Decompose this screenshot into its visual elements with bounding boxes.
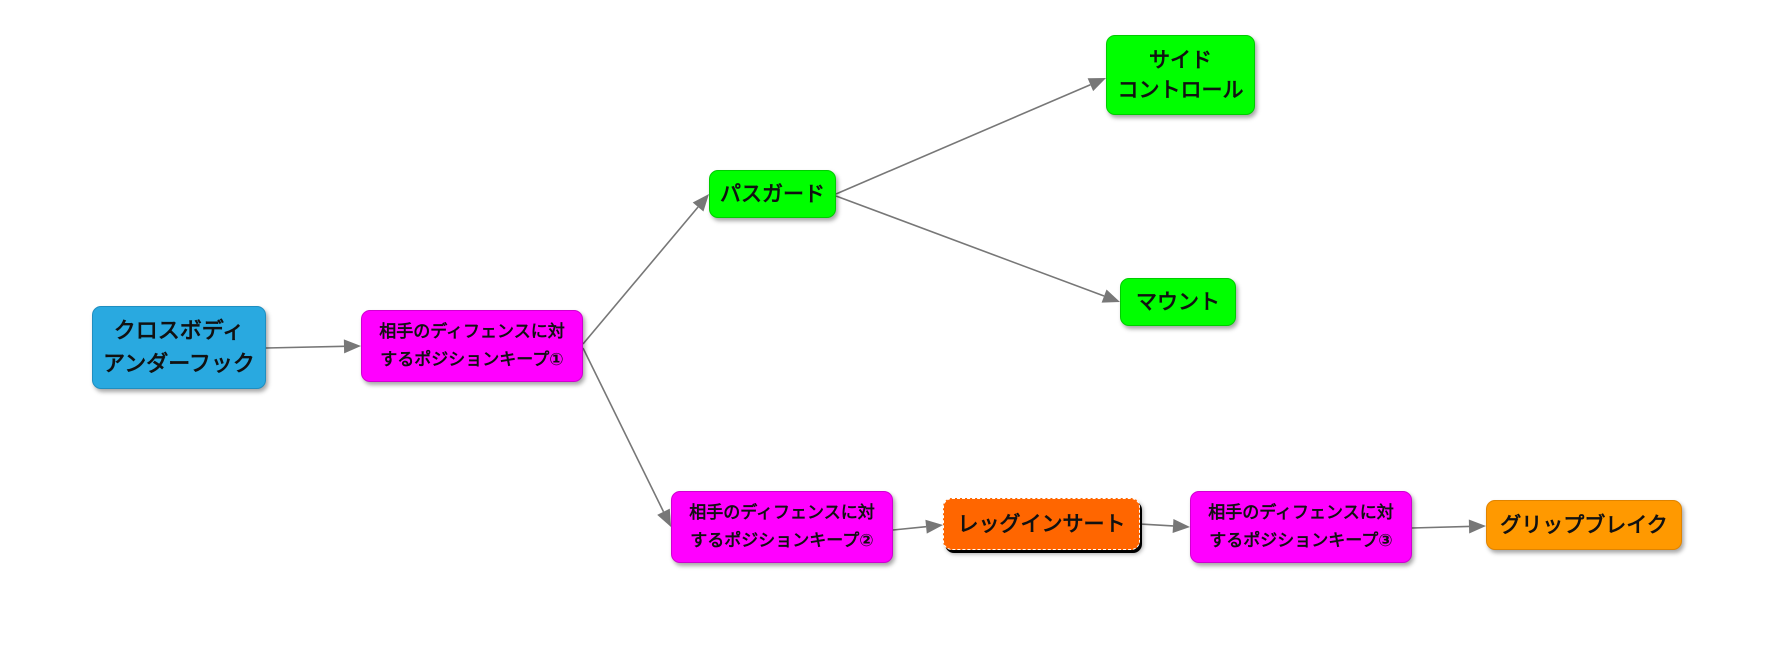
edge-arrowhead — [925, 519, 943, 534]
node-position-keep-2[interactable]: 相手のディフェンスに対 するポジションキープ② — [671, 491, 893, 563]
node-label: クロスボディ アンダーフック — [103, 318, 255, 377]
edge-arrowhead — [1468, 519, 1486, 534]
edge-arrowhead — [692, 194, 709, 212]
node-position-keep-1[interactable]: 相手のディフェンスに対 するポジションキープ① — [361, 310, 583, 382]
node-side-control[interactable]: サイド コントロール — [1106, 35, 1255, 115]
node-label: グリップブレイク — [1500, 513, 1668, 537]
node-pass-guard[interactable]: パスガード — [709, 170, 836, 218]
edge-leg_insert-to-keep3 — [1139, 523, 1174, 527]
edge-keep1-to-keep2 — [582, 347, 665, 513]
edge-arrowhead — [1172, 518, 1190, 533]
node-label: サイド コントロール — [1117, 48, 1244, 102]
edge-pass_guard-to-mount — [835, 195, 1105, 297]
edge-arrowhead — [1101, 289, 1120, 303]
edge-keep3-to-grip_break — [1411, 525, 1470, 529]
node-grip-break[interactable]: グリップブレイク — [1486, 500, 1682, 550]
node-label: 相手のディフェンスに対 するポジションキープ③ — [1208, 503, 1394, 551]
node-leg-insert[interactable]: レッグインサート — [943, 498, 1140, 550]
node-label: レッグインサート — [957, 512, 1126, 536]
edge-arrowhead — [343, 339, 361, 354]
node-label: 相手のディフェンスに対 するポジションキープ② — [689, 503, 875, 551]
edge-arrowhead — [1087, 78, 1106, 92]
edge-arrowhead — [657, 508, 671, 527]
node-mount[interactable]: マウント — [1120, 278, 1236, 326]
edge-keep2-to-leg_insert — [892, 525, 927, 531]
edge-keep1-to-pass_guard — [582, 206, 699, 345]
node-label: パスガード — [720, 182, 825, 206]
edge-pass_guard-to-side_control — [835, 83, 1091, 195]
node-label: 相手のディフェンスに対 するポジションキープ① — [379, 322, 565, 370]
node-cross-body-underhook[interactable]: クロスボディ アンダーフック — [92, 306, 266, 389]
edge-cross_body-to-keep1 — [265, 345, 345, 349]
node-label: マウント — [1136, 290, 1220, 314]
node-position-keep-3[interactable]: 相手のディフェンスに対 するポジションキープ③ — [1190, 491, 1412, 563]
